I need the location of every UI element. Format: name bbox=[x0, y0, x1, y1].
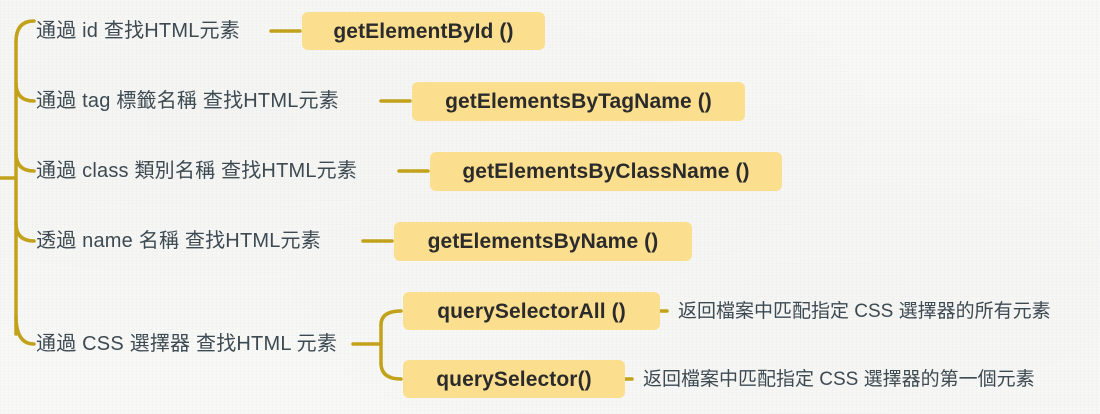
branch-label-by-name: 透過 name 名稱 查找HTML元素 bbox=[36, 230, 321, 252]
branch-label-by-tag: 通過 tag 標籤名稱 查找HTML元素 bbox=[36, 90, 339, 112]
description-querySelectorAll: 返回檔案中匹配指定 CSS 選擇器的所有元素 bbox=[678, 301, 1051, 322]
branch-label-by-id: 通過 id 查找HTML元素 bbox=[36, 20, 240, 42]
branch-elbow-by-class bbox=[14, 151, 36, 173]
description-querySelector: 返回檔案中匹配指定 CSS 選擇器的第一個元素 bbox=[643, 369, 1035, 390]
method-badge-getElementsByName[interactable]: getElementsByName () bbox=[394, 222, 692, 261]
method-badge-querySelectorAll[interactable]: querySelectorAll () bbox=[403, 292, 660, 330]
subbranch-elbow-query-selector bbox=[379, 361, 403, 381]
method-badge-getElementsByTagName[interactable]: getElementsByTagName () bbox=[412, 82, 745, 121]
method-badge-querySelector[interactable]: querySelector() bbox=[403, 360, 625, 398]
method-badge-getElementsByClassName[interactable]: getElementsByClassName () bbox=[430, 152, 782, 191]
branch-elbow-by-css bbox=[14, 314, 36, 346]
method-badge-getElementById[interactable]: getElementById () bbox=[302, 12, 545, 50]
branch-label-by-css-selector: 通過 CSS 選擇器 查找HTML 元素 bbox=[36, 333, 338, 355]
branch-elbow-by-name bbox=[14, 221, 36, 243]
branch-elbow-by-tag bbox=[14, 81, 36, 103]
subbranch-elbow-query-selector-all bbox=[379, 309, 403, 327]
branch-label-by-class: 通過 class 類別名稱 查找HTML元素 bbox=[36, 160, 358, 182]
branch-elbow-by-id bbox=[14, 19, 36, 44]
